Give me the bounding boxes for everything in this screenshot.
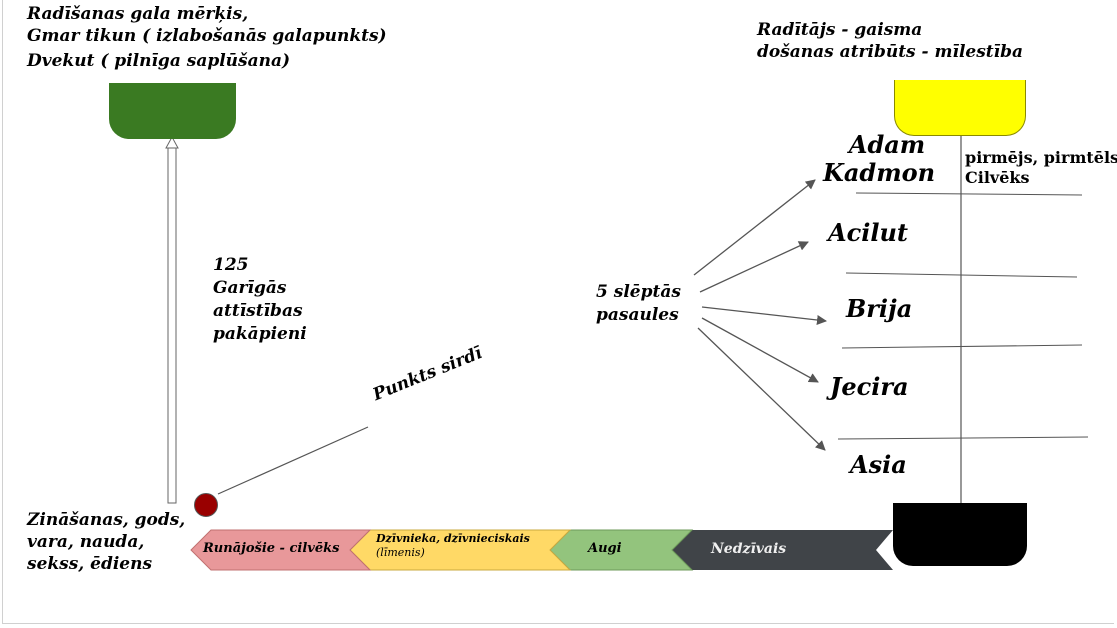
black-cup xyxy=(893,503,1027,566)
creator-line1: Radītājs - gaisma xyxy=(757,20,923,40)
world-separator xyxy=(837,436,1089,440)
steps-line2: Garīgās xyxy=(213,277,287,298)
first-man-line1: pirmējs, pirmtēls xyxy=(965,148,1117,167)
creator-title: Radītājs - gaisma došanas atribūts - mīl… xyxy=(757,19,1023,63)
arrow-to-brija xyxy=(701,306,827,325)
green-cup xyxy=(109,83,236,139)
steps-line3: attīstības xyxy=(213,300,303,321)
arrow-to-jecira xyxy=(701,317,819,383)
animal-line1: Dzīvnieka, dzīvnieciskais xyxy=(376,532,530,545)
steps-line4: pakāpieni xyxy=(213,323,307,344)
desires-line2: vara, nauda, xyxy=(27,532,145,553)
arrow-to-adam-kadmon xyxy=(693,179,816,276)
point-in-heart-dot xyxy=(194,493,218,517)
goal-title: Radīšanas gala mērķis, Gmar tikun ( izla… xyxy=(27,3,387,72)
first-man-line2: Cilvēks xyxy=(965,168,1030,187)
world-adam-kadmon: Adam Kadmon xyxy=(823,131,935,186)
world-brija: Brija xyxy=(846,294,913,323)
level-plants-label: Augi xyxy=(588,541,622,556)
arrow-to-acilut xyxy=(699,241,809,293)
world-asia: Asia xyxy=(850,450,907,479)
hidden-worlds-line2: pasaules xyxy=(596,304,679,325)
level-inanimate-label: Nedzīvais xyxy=(711,541,787,557)
adam-line1: Adam xyxy=(848,130,926,159)
goal-line3: Dvekut ( pilnīga saplūšana) xyxy=(27,51,291,72)
animal-line2: (līmenis) xyxy=(376,546,425,560)
level-speaking-label: Runājošie - cilvēks xyxy=(203,541,340,556)
creator-line2: došanas atribūts - mīlestība xyxy=(757,42,1024,63)
yellow-cup xyxy=(894,80,1026,136)
spiritual-steps-label: 125 Garīgās attīstības pakāpieni xyxy=(213,254,307,346)
adam-line2: Kadmon xyxy=(823,157,936,187)
point-connector xyxy=(217,426,369,495)
ascent-arrow xyxy=(165,135,179,504)
level-animal-label: Dzīvnieka, dzīvnieciskais (līmenis) xyxy=(376,532,530,561)
world-acilut: Acilut xyxy=(828,218,909,247)
level-speaking-shape xyxy=(190,529,372,571)
hidden-worlds-line1: 5 slēptās xyxy=(596,282,681,302)
world-separator xyxy=(845,272,1078,278)
goal-line1: Radīšanas gala mērķis, xyxy=(27,4,249,24)
world-jecira: Jecira xyxy=(830,372,909,401)
hidden-worlds-label: 5 slēptās pasaules xyxy=(596,281,681,327)
desires-line3: sekss, ēdiens xyxy=(27,554,153,575)
desires-line1: Zināšanas, gods, xyxy=(27,510,186,530)
world-separator xyxy=(841,344,1083,349)
arrow-to-asia xyxy=(697,327,826,451)
desires-label: Zināšanas, gods, vara, nauda, sekss, ēdi… xyxy=(27,509,185,575)
world-separator xyxy=(855,192,1083,196)
steps-line1: 125 xyxy=(213,255,249,275)
level-inanimate-shape xyxy=(672,530,893,570)
first-man-label: pirmējs, pirmtēls Cilvēks xyxy=(965,148,1117,188)
goal-line2: Gmar tikun ( izlabošanās galapunkts) xyxy=(27,26,387,47)
